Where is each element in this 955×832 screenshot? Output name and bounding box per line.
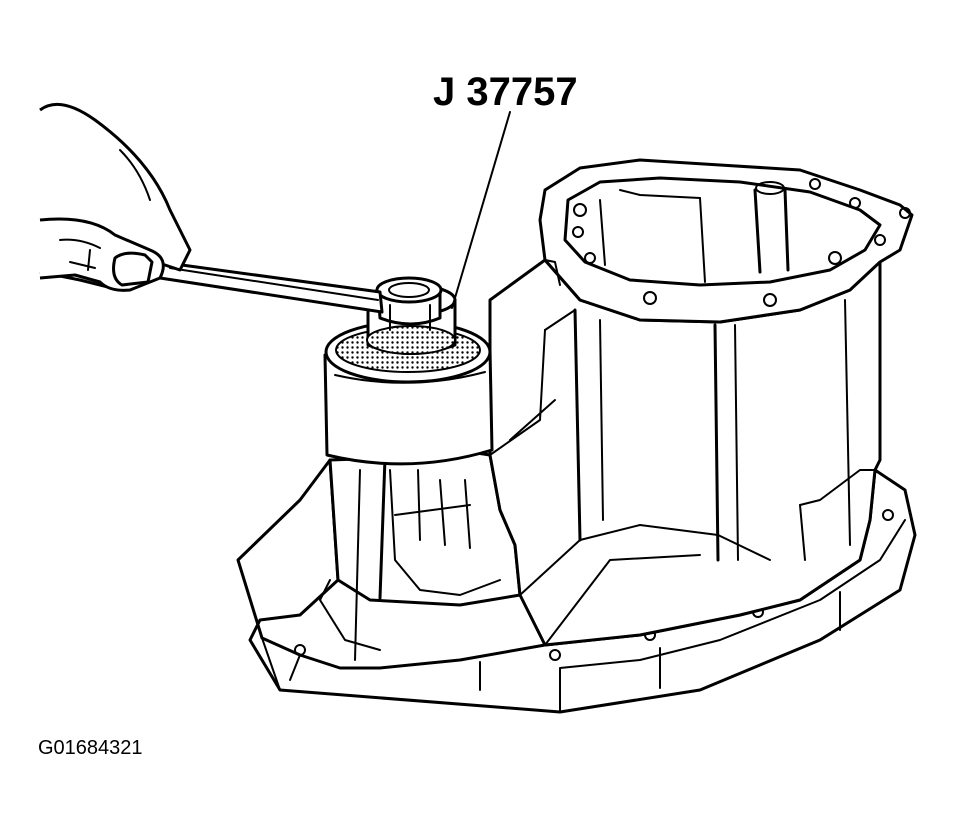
housing-left-body: [319, 450, 522, 661]
seal-installer-tool: [365, 276, 457, 355]
tool-number-label: J 37757: [433, 70, 578, 114]
housing-right-body: [488, 248, 882, 647]
tool-leader-line: [451, 111, 511, 309]
hand-with-handle: [39, 102, 384, 314]
rear-housing-top-flange: [538, 158, 914, 324]
housing-base-flange: [236, 458, 917, 714]
figure-id: G01684321: [38, 737, 143, 759]
